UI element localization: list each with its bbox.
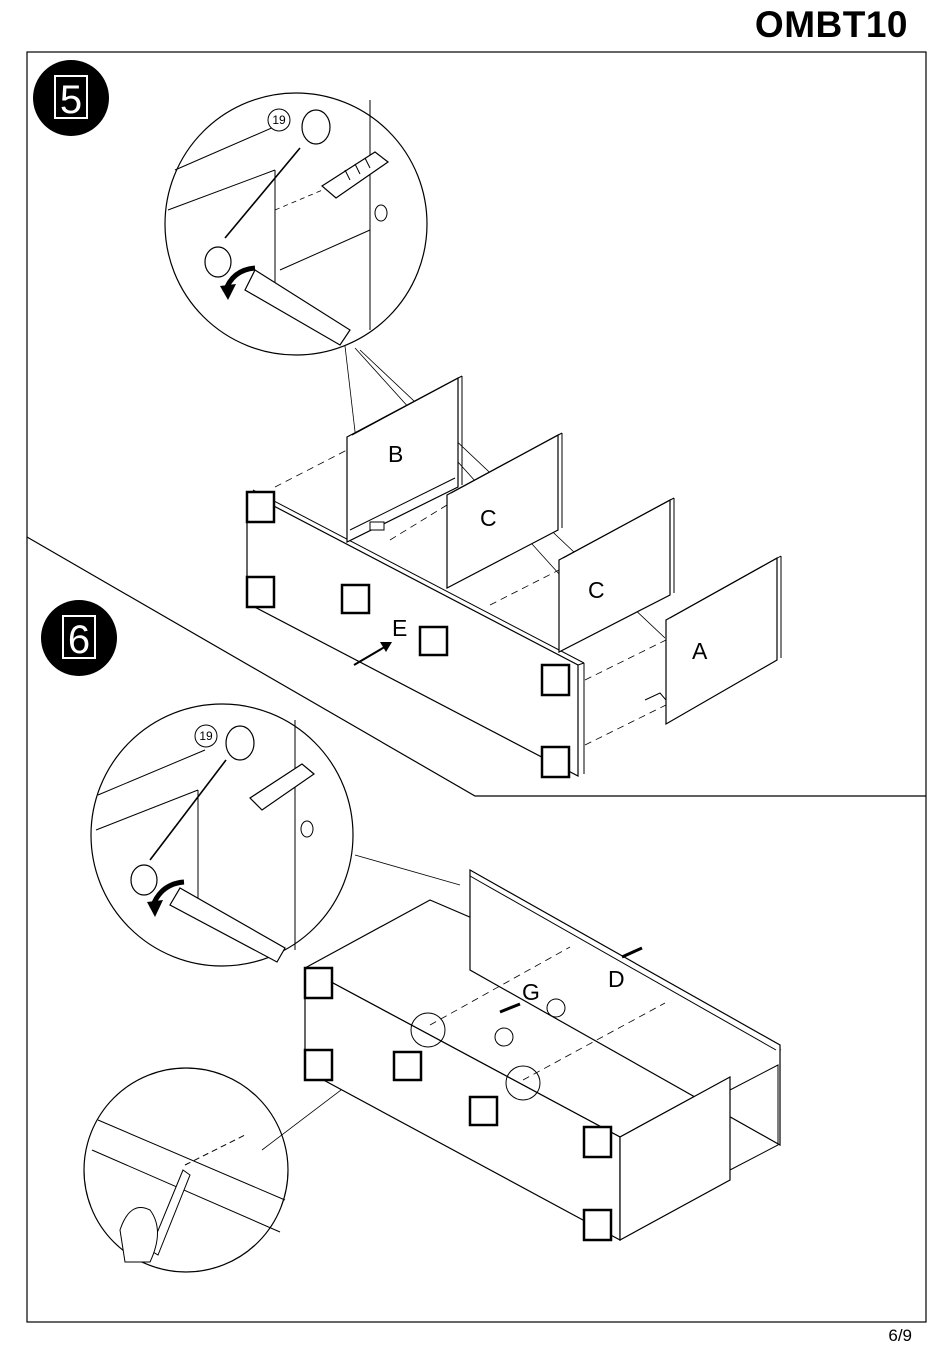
cam-lock-icon — [420, 627, 447, 655]
step-6-number: 6 — [68, 618, 90, 662]
cam-lock-icon — [394, 1052, 421, 1080]
cable-hole — [495, 1028, 513, 1046]
cam-lock-icon — [302, 110, 330, 144]
label-e: E — [392, 615, 407, 641]
cam-lock-icon — [226, 726, 254, 760]
cam-lock-installed-icon — [131, 865, 157, 895]
step-5: 5 19 — [33, 60, 781, 777]
cam-lock-icon — [305, 968, 332, 998]
cam-bolt-icon — [370, 522, 384, 530]
cable-hole — [547, 999, 565, 1017]
cabinet-assembly — [305, 870, 780, 1240]
label-c-1: C — [480, 505, 497, 531]
leader-line — [355, 855, 460, 885]
step-6-badge: 6 — [41, 600, 117, 676]
label-c-2: C — [588, 577, 605, 603]
label-g: G — [522, 979, 540, 1005]
bolt-hole — [301, 821, 313, 837]
step-6-detail-circle: 19 — [91, 704, 353, 966]
cam-lock-icon — [542, 665, 569, 695]
page-number: 6/9 — [888, 1326, 912, 1346]
label-a: A — [692, 638, 708, 664]
label-b: B — [388, 441, 403, 467]
cam-lock-icon — [342, 585, 369, 613]
panel-c-2 — [559, 498, 674, 652]
arrow-icon — [622, 948, 642, 957]
panel-c-1 — [447, 433, 562, 588]
bolt-hole — [375, 205, 387, 221]
label-d: D — [608, 966, 625, 992]
step-5-detail-circle: 19 — [165, 93, 427, 355]
cam-lock-icon — [584, 1127, 611, 1157]
leader-line — [345, 346, 356, 440]
cam-lock-icon — [584, 1210, 611, 1240]
cam-lock-icon — [247, 492, 274, 522]
panel-b — [347, 376, 462, 542]
cam-lock-icon — [542, 747, 569, 777]
step-5-badge: 5 — [33, 60, 109, 136]
cam-lock-icon — [305, 1050, 332, 1080]
cam-lock-installed-icon — [205, 247, 231, 277]
part-19-label: 19 — [199, 729, 213, 743]
cam-lock-icon — [470, 1097, 497, 1125]
cam-lock-icon — [247, 577, 274, 607]
part-19-label: 19 — [272, 113, 286, 127]
step-5-number: 5 — [60, 78, 82, 122]
step-6-pencil-detail — [84, 1068, 288, 1272]
